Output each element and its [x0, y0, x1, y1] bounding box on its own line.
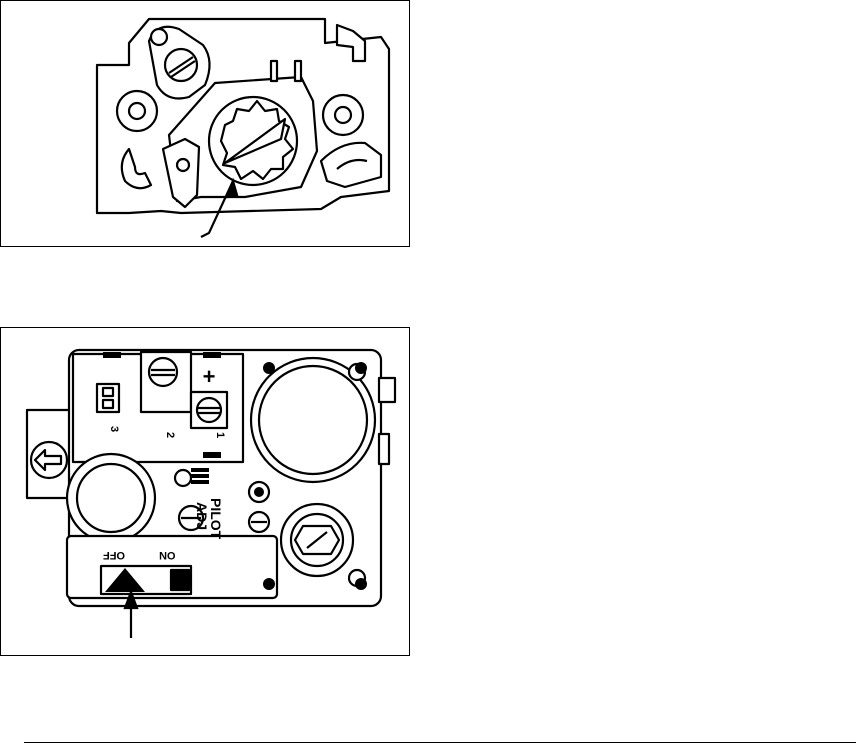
figure-gas-valve-switch: + 3 2 1 PILOT ADJ OFF ON	[0, 327, 410, 656]
terminal-3-label: 3	[108, 426, 120, 432]
plus-label: +	[203, 364, 216, 389]
terminal-2-label: 2	[164, 432, 176, 438]
terminal-1-label: 1	[214, 432, 226, 438]
valve-drawing	[1, 1, 411, 248]
on-label: ON	[159, 549, 176, 561]
adj-label: ADJ	[194, 502, 210, 530]
terminal-screw-1	[197, 398, 221, 422]
connector-tab-1	[271, 61, 277, 81]
top-peg	[151, 29, 167, 45]
figure-valve-knob	[0, 0, 410, 247]
off-label: OFF	[103, 549, 125, 561]
terminal-screw-2	[149, 358, 177, 386]
connector-tab-2	[295, 61, 301, 81]
gas-valve-drawing: + 3 2 1 PILOT ADJ OFF ON	[1, 328, 411, 657]
